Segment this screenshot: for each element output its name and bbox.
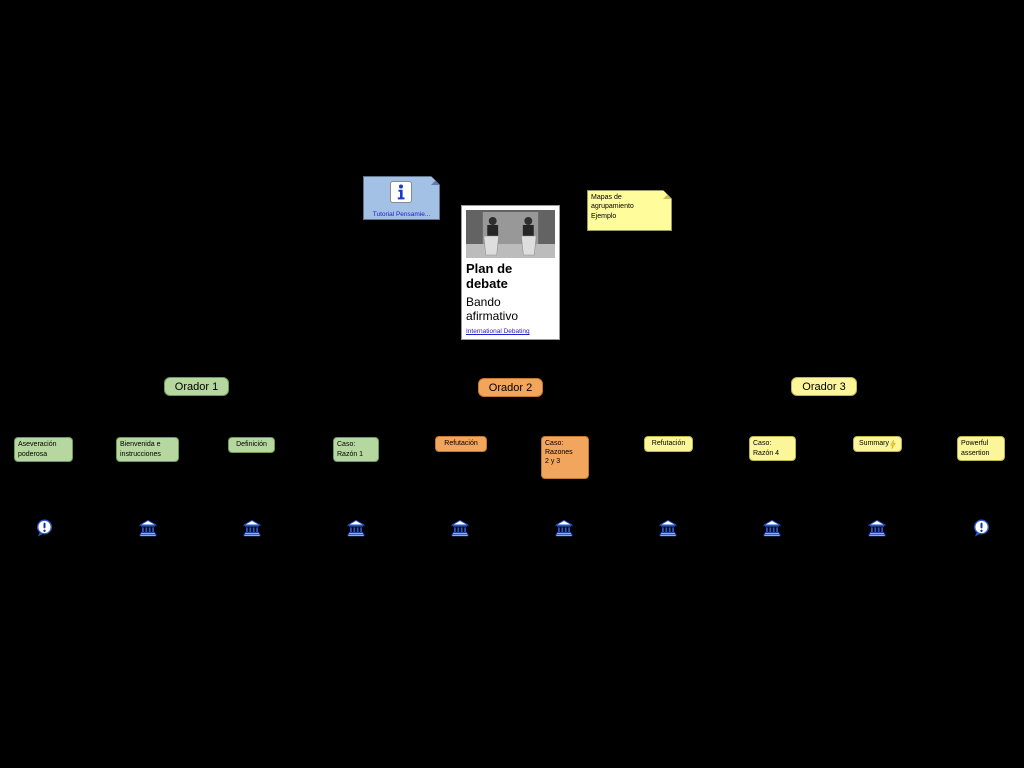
speaker-orador-1[interactable]: Orador 1 (164, 377, 229, 396)
node-label-line: Razones (545, 449, 573, 457)
node-powerful-assertion[interactable]: Powerful assertion (957, 436, 1005, 461)
info-icon (390, 181, 412, 203)
node-summary[interactable]: Summary (853, 436, 902, 452)
node-label-line: Summary (859, 439, 896, 448)
example-note[interactable]: Mapas de agrupamiento Ejemplo (587, 190, 672, 231)
node-label: Summary (859, 440, 889, 448)
node-label-line: Razón 4 (753, 449, 780, 457)
tutorial-note-label: Tutorial Pensamie... (372, 211, 431, 218)
card-title-line: debate (466, 275, 508, 291)
node-aseveracion-poderosa[interactable]: Aseveración poderosa (14, 437, 73, 462)
tutorial-note[interactable]: Tutorial Pensamie... (363, 176, 440, 220)
example-note-text: Mapas de agrupamiento Ejemplo (587, 190, 672, 224)
node-label-line: Powerful (961, 440, 989, 448)
note-fold-icon (663, 190, 672, 199)
debate-photo (466, 210, 555, 258)
node-label-line: Definición (236, 441, 267, 449)
node-label-line: poderosa (18, 450, 48, 458)
speaker-orador-2[interactable]: Orador 2 (478, 378, 543, 397)
building-icon[interactable] (243, 519, 261, 537)
node-label-line: Caso: (753, 440, 772, 448)
node-caso-razon-4[interactable]: Caso: Razón 4 (749, 436, 796, 461)
example-note-line: Ejemplo (591, 212, 617, 220)
node-definicion[interactable]: Definición (228, 437, 275, 453)
node-caso-razon-1[interactable]: Caso: Razón 1 (333, 437, 379, 462)
building-icon[interactable] (659, 519, 677, 537)
speaker-label: Orador 3 (802, 380, 846, 393)
card-subtitle-line: Bando (466, 294, 501, 309)
node-label-line: Bienvenida e (120, 441, 161, 449)
building-icon[interactable] (555, 519, 573, 537)
rapidfire-icon (890, 440, 896, 449)
card-title: Plan de debate (466, 261, 555, 292)
node-label-line: 2 y 3 (545, 458, 561, 466)
node-refutacion-2[interactable]: Refutación (644, 436, 693, 452)
card-title-line: Plan de (466, 261, 513, 276)
building-icon[interactable] (347, 519, 365, 537)
exclamation-bubble-icon[interactable] (35, 519, 53, 537)
speaker-orador-3[interactable]: Orador 3 (791, 377, 857, 396)
card-subtitle-line: afirmativo (466, 308, 519, 323)
debate-plan-card[interactable]: Plan de debate Bando afirmativo Internat… (461, 205, 560, 340)
node-label-line: Caso: (337, 441, 356, 449)
card-subtitle: Bando afirmativo (466, 294, 555, 324)
speaker-label: Orador 1 (174, 380, 219, 393)
card-hyperlink[interactable]: International Debating (466, 328, 530, 335)
building-icon[interactable] (451, 519, 469, 537)
node-refutacion-1[interactable]: Refutación (435, 436, 487, 452)
node-label-line: Refutación (444, 440, 478, 448)
example-note-line: Mapas de (591, 194, 622, 201)
building-icon[interactable] (868, 519, 886, 537)
node-caso-razones-2-3[interactable]: Caso: Razones 2 y 3 (541, 436, 589, 479)
node-label-line: Aseveración (18, 441, 57, 449)
speaker-label: Orador 2 (488, 381, 533, 394)
example-note-line: agrupamiento (591, 203, 634, 211)
note-fold-icon (431, 176, 440, 185)
node-label-line: assertion (961, 449, 990, 457)
node-bienvenida-instrucciones[interactable]: Bienvenida e instrucciones (116, 437, 179, 462)
node-label-line: Caso: (545, 440, 564, 447)
building-icon[interactable] (763, 519, 781, 537)
exclamation-bubble-icon[interactable] (972, 519, 990, 537)
node-label-line: instrucciones (120, 450, 161, 458)
building-icon[interactable] (139, 519, 157, 537)
node-label-line: Refutación (651, 440, 686, 448)
node-label-line: Razón 1 (337, 450, 364, 458)
